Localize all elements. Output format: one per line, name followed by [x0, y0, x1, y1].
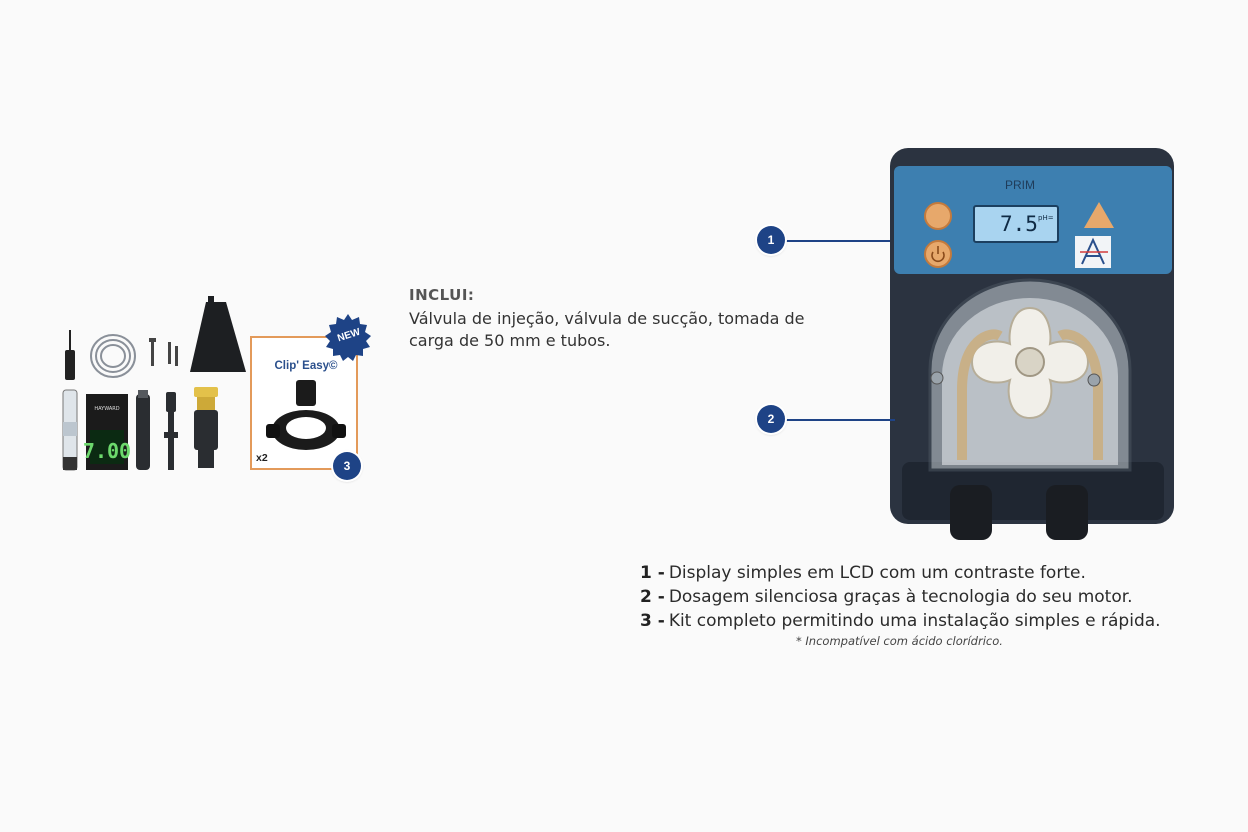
screws-image [149, 338, 178, 366]
feature-1-number: 1 - [640, 563, 665, 583]
lcd-display [973, 205, 1059, 243]
warning-icon [1084, 202, 1114, 228]
fittings-image [136, 387, 218, 470]
feature-3: 3 -Kit completo permitindo uma instalaçã… [640, 610, 1161, 632]
outlet-fitting-image [1046, 485, 1088, 540]
feature-1-text: Display simples em LCD com um contraste … [668, 563, 1086, 583]
callout-1: 1 [757, 226, 785, 254]
feature-3-text: Kit completo permitindo uma instalação s… [668, 611, 1161, 631]
svg-text:HAYWARD: HAYWARD [94, 406, 119, 412]
calibration-pack-image: HAYWARD 7.00 [83, 394, 131, 470]
incompatibility-note: * Incompatível com ácido clorídrico. [796, 634, 1003, 648]
svg-text:7.00: 7.00 [83, 439, 131, 463]
ph-probe-image [62, 330, 78, 471]
clip-quantity-label: x2 [256, 452, 268, 464]
callout-3: 3 [333, 452, 361, 480]
tube-coil-image [90, 334, 136, 378]
inlet-fitting-image [950, 485, 992, 540]
callout-2-leader [785, 419, 895, 421]
feature-2: 2 -Dosagem silenciosa graças à tecnologi… [640, 586, 1133, 608]
includes-title: INCLUI: [409, 286, 475, 304]
dosing-pump-image [890, 148, 1174, 540]
lcd-value: 7.5 [1000, 212, 1038, 236]
feature-2-text: Dosagem silenciosa graças à tecnologia d… [668, 587, 1133, 607]
peristaltic-rotor-image [970, 306, 1090, 420]
feature-1: 1 -Display simples em LCD com um contras… [640, 562, 1086, 584]
wall-bracket-image [190, 296, 246, 372]
callout-2: 2 [757, 405, 785, 433]
clip-easy-box: Clip' Easy© x2 [250, 336, 358, 470]
lcd-unit: pH= [1038, 214, 1054, 222]
clip-easy-image [266, 380, 346, 450]
feature-3-number: 3 - [640, 611, 665, 631]
callout-1-leader [785, 240, 890, 242]
feature-2-number: 2 - [640, 587, 665, 607]
pump-brand-label: PRIM [1005, 178, 1035, 192]
includes-text: Válvula de injeção, válvula de sucção, t… [409, 309, 805, 350]
new-badge-icon [325, 314, 371, 361]
set-button-icon [924, 202, 952, 230]
accessories-kit-image: HAYWARD 7.00 [62, 296, 246, 471]
clip-easy-title: Clip' Easy© [274, 360, 338, 372]
